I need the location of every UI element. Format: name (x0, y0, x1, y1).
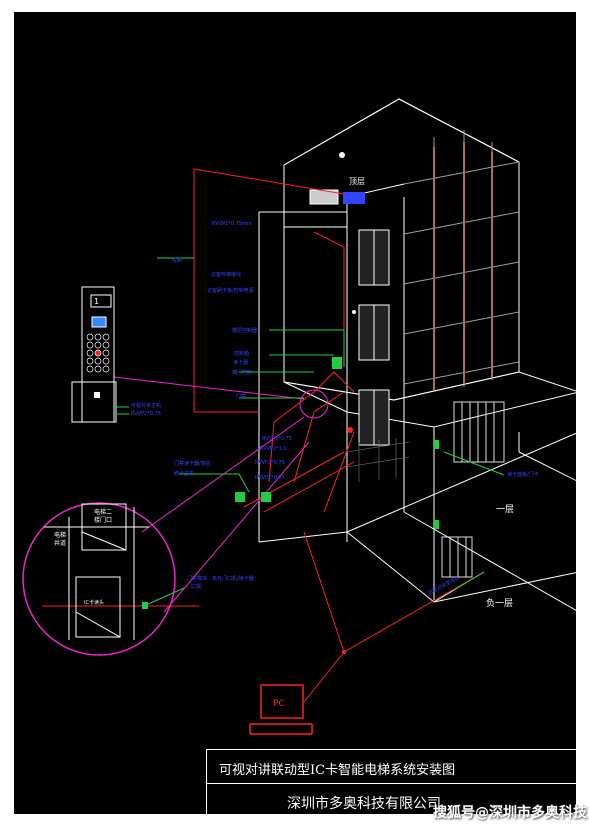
zoom-door-label: 电梯二 楼门口 (94, 508, 114, 524)
zoom-door-line2: 楼门口 (94, 516, 112, 524)
top-floor-label: 顶层 (349, 177, 365, 186)
management-pc (249, 684, 313, 735)
blue-note-14: RVVP2*0.75 (255, 475, 285, 481)
blue-note-7: 梯门控制 (232, 369, 252, 376)
basement-floor-label: 负一层 (486, 597, 513, 609)
zoom-card-label: IC卡读头 (84, 599, 104, 606)
junction-dot (342, 650, 346, 654)
junction-dot (347, 427, 353, 433)
zoom-reader-unit (142, 602, 148, 609)
zoom-source-circle (299, 389, 329, 419)
ceiling-light (352, 310, 356, 314)
zoom-door-line1: 电梯二 (94, 508, 112, 516)
blue-note-10: RVVP2*1.0 (260, 446, 287, 452)
zoom-detail-contents (44, 503, 149, 640)
ground-reader-unit (434, 440, 439, 449)
blue-note-4: 楼层控制器 (232, 327, 257, 334)
ground-floor-label: 一层 (496, 504, 514, 515)
drawing-title: 可视对讲联动型IC卡智能电梯系统安装图 (219, 763, 456, 778)
leader-lines (114, 257, 505, 606)
blue-note-2: 访客呼梯接线 (211, 271, 241, 278)
panel-card-icon (94, 392, 100, 398)
basement-reader-unit (434, 520, 439, 529)
blue-note-0: RVVP2*0.75mm (212, 221, 252, 227)
controller-box (235, 492, 245, 502)
ceiling-light (339, 152, 345, 158)
floor-controller-box (332, 357, 342, 369)
cable-routing (42, 168, 485, 703)
title-divider (207, 783, 577, 784)
blue-note-6: 读卡器 (233, 359, 248, 366)
ground-slab (283, 371, 576, 428)
pc-label: PC (273, 699, 285, 709)
floor-tiles (346, 438, 410, 482)
blue-note-17: 门禁模块、单元门口机/读卡器 (187, 575, 254, 582)
blue-note-18: 门口机 (187, 583, 202, 590)
zoom-shaft-line2: 井道 (54, 539, 66, 547)
blue-note-5: 控制箱 (234, 350, 249, 357)
zoom-detail-circle (22, 502, 176, 656)
watermark: 搜狐号@深圳市多奥科技 (433, 805, 587, 821)
blue-note-13: 刷卡主机 (174, 470, 194, 477)
title-block: 可视对讲联动型IC卡智能电梯系统安装图 深圳市多奥科技有限公司 (206, 749, 577, 815)
blue-note-16: RVVP2*0.75 (131, 411, 161, 417)
blue-note-3: 访客刷卡板/控制电源 (207, 287, 254, 294)
top-camera-box (309, 189, 339, 205)
company-name: 深圳市多奥科技有限公司 (287, 796, 441, 812)
drawing-canvas: 1 PC (14, 12, 577, 815)
intercom-panel (71, 286, 117, 423)
zoom-shaft-label: 电梯 井道 (54, 531, 68, 547)
blue-note-9: RVVP2*0.75 (262, 436, 292, 442)
panel-floor-display: 1 (94, 297, 99, 306)
blue-note-12: 门禁读卡器/感应 (174, 460, 211, 467)
elevator-doors (358, 229, 390, 446)
basement-gate (441, 536, 473, 578)
wood-mullions (433, 142, 493, 390)
top-badge-box (343, 192, 365, 204)
controller-box (261, 492, 271, 502)
blue-note-11: RVVP2*0.75 (255, 460, 285, 466)
blue-note-20: 可视对讲室内机 (427, 574, 461, 597)
curtain-wall-grid (403, 130, 520, 392)
blue-note-15: 可视对讲主机 (131, 402, 161, 409)
blue-note-8: 门禁 (236, 393, 246, 400)
keypad-buttons (86, 333, 110, 373)
installation-diagram: 1 PC (22, 98, 576, 735)
ground-gate (453, 401, 505, 463)
blue-note-1: 控制 (172, 257, 182, 264)
blue-note-19: 读卡面板/门卡 (507, 471, 539, 478)
zoom-shaft-line1: 电梯 (54, 531, 66, 539)
